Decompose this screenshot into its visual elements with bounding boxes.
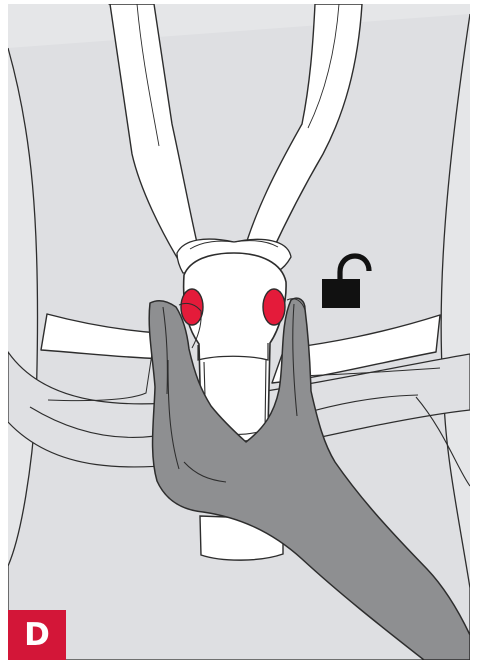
left-release-button — [180, 288, 204, 326]
strap-seams — [136, 4, 340, 147]
illustration-frame — [8, 4, 470, 660]
right-lap-belt — [271, 314, 441, 384]
harness-release-diagram — [8, 4, 470, 660]
hand-contours — [162, 303, 298, 483]
buckle-slot — [197, 343, 269, 361]
step-badge: D — [8, 610, 66, 660]
tongue-edges — [189, 240, 279, 250]
hand — [148, 297, 470, 660]
fingertip-contours — [178, 298, 306, 349]
right-release-button — [262, 288, 286, 326]
unlocked-padlock-icon — [322, 253, 372, 308]
